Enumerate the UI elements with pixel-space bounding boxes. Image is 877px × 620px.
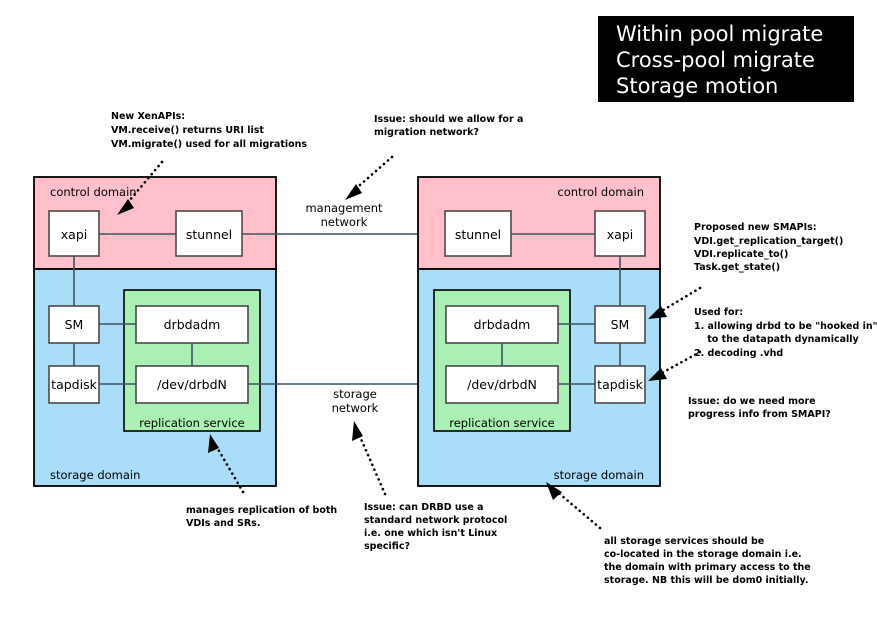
right-box-drbdn[interactable]: /dev/drbdN — [445, 365, 559, 404]
left-box-tapdisk-label: tapdisk — [51, 377, 97, 392]
annotation-migration-network-issue: Issue: should we allow for a migration n… — [374, 114, 523, 138]
right-replication-service-label: replication service — [449, 416, 555, 430]
title-block-background — [598, 16, 854, 102]
annotation-manages-replication: manages replication of both VDIs and SRs… — [186, 505, 337, 529]
left-box-drbdadm[interactable]: drbdadm — [135, 305, 249, 344]
leader-storage-services — [553, 488, 602, 530]
annotation-used-for: Used for: 1. allowing drbd to be "hooked… — [694, 307, 877, 359]
left-box-sm-label: SM — [65, 317, 84, 332]
management-network-line-1: management — [305, 201, 383, 215]
right-box-drbdn-label: /dev/drbdN — [467, 377, 537, 392]
annotation-drbd-protocol-line-3: i.e. one which isn't Linux — [364, 528, 497, 539]
right-box-xapi[interactable]: xapi — [594, 210, 646, 257]
right-box-stunnel-label: stunnel — [455, 227, 501, 242]
right-box-sm-label: SM — [611, 317, 630, 332]
annotation-new-xenapis-line-2: VM.receive() returns URI list — [111, 125, 264, 136]
annotation-proposed-smapis-line-3: VDI.replicate_to() — [694, 249, 788, 260]
left-storage-domain-label: storage domain — [50, 468, 140, 482]
arrowhead-migration-network — [345, 184, 362, 200]
annotation-used-for-line-1: Used for: — [694, 307, 743, 318]
annotation-smapi-progress-line-1: Issue: do we need more — [688, 396, 816, 407]
leader-new-xenapis — [122, 160, 164, 209]
right-box-xapi-label: xapi — [607, 227, 633, 242]
annotation-drbd-protocol-line-1: Issue: can DRBD use a — [364, 502, 483, 513]
right-host: control domain storage domain replicatio… — [417, 176, 661, 487]
annotation-leaders — [117, 155, 702, 530]
title-line-3: Storage motion — [616, 74, 778, 98]
annotation-smapi-progress-line-2: progress info from SMAPI? — [688, 409, 831, 420]
arrowhead-new-xenapis — [117, 199, 134, 215]
annotation-new-xenapis-line-3: VM.migrate() used for all migrations — [111, 139, 307, 150]
leader-used-for — [658, 350, 702, 376]
storage-network-label: storage network — [332, 387, 379, 415]
left-replication-service-label: replication service — [139, 416, 245, 430]
annotation-drbd-protocol-line-4: specific? — [364, 541, 410, 552]
left-box-stunnel[interactable]: stunnel — [175, 210, 243, 257]
right-storage-domain-label: storage domain — [554, 468, 644, 482]
arrowhead-drbd-protocol — [352, 421, 363, 441]
right-box-stunnel[interactable]: stunnel — [444, 210, 512, 257]
left-box-drbdn[interactable]: /dev/drbdN — [135, 365, 249, 404]
right-box-drbdadm-label: drbdadm — [474, 317, 531, 332]
right-box-drbdadm[interactable]: drbdadm — [445, 305, 559, 344]
annotation-proposed-smapis-line-4: Task.get_state() — [694, 262, 780, 273]
leader-manages-replication — [213, 442, 245, 494]
annotation-proposed-smapis-line-2: VDI.get_replication_target() — [694, 236, 843, 247]
right-control-domain-label: control domain — [557, 185, 644, 199]
management-network-line-2: network — [321, 215, 368, 229]
right-box-tapdisk-label: tapdisk — [597, 377, 643, 392]
leader-migration-network — [350, 155, 394, 194]
left-box-tapdisk[interactable]: tapdisk — [48, 365, 100, 404]
storage-network-line-1: storage — [333, 387, 377, 401]
annotation-storage-services-line-2: co-located in the storage domain i.e. — [604, 549, 802, 560]
title-line-2: Cross-pool migrate — [616, 48, 815, 72]
management-network-label: management network — [305, 201, 383, 229]
leader-drbd-protocol — [356, 430, 387, 496]
right-box-tapdisk[interactable]: tapdisk — [594, 365, 646, 404]
right-box-sm[interactable]: SM — [594, 305, 646, 344]
annotation-storage-services-colocated: all storage services should be co-locate… — [604, 536, 811, 586]
left-box-drbdadm-label: drbdadm — [164, 317, 221, 332]
annotation-smapi-progress-issue: Issue: do we need more progress info fro… — [688, 396, 831, 420]
arrowhead-storage-services — [546, 482, 562, 500]
left-control-domain-label: control domain — [50, 185, 137, 199]
left-box-drbdn-label: /dev/drbdN — [157, 377, 227, 392]
title-line-1: Within pool migrate — [616, 22, 823, 46]
annotation-used-for-line-2: 1. allowing drbd to be "hooked in" — [694, 321, 877, 332]
arrowhead-manages-replication — [208, 434, 219, 453]
left-box-xapi[interactable]: xapi — [48, 210, 100, 257]
annotation-storage-services-line-4: storage. NB this will be dom0 initially. — [604, 575, 808, 586]
storage-network-line-2: network — [332, 401, 379, 415]
annotation-used-for-line-3: to the datapath dynamically — [694, 334, 860, 345]
annotation-manages-replication-line-1: manages replication of both — [186, 505, 337, 516]
left-box-sm[interactable]: SM — [48, 305, 100, 344]
annotation-storage-services-line-1: all storage services should be — [604, 536, 764, 547]
annotation-proposed-new-smapis: Proposed new SMAPIs: VDI.get_replication… — [694, 222, 843, 273]
annotation-storage-services-line-3: the domain with primary access to the — [604, 562, 811, 573]
annotation-used-for-line-4: 2. decoding .vhd — [694, 348, 783, 359]
arrowhead-proposed-smapis — [648, 306, 667, 319]
title-block: Within pool migrate Cross-pool migrate S… — [598, 16, 854, 102]
annotation-drbd-protocol-line-2: standard network protocol — [364, 515, 507, 526]
annotation-migration-network-line-1: Issue: should we allow for a — [374, 114, 523, 125]
annotation-new-xenapis: New XenAPIs: VM.receive() returns URI li… — [111, 111, 307, 150]
left-host: control domain storage domain replicatio… — [33, 176, 470, 487]
left-box-xapi-label: xapi — [61, 227, 87, 242]
annotation-migration-network-line-2: migration network? — [374, 127, 479, 138]
annotation-drbd-protocol-issue: Issue: can DRBD use a standard network p… — [364, 502, 507, 552]
annotation-new-xenapis-line-1: New XenAPIs: — [111, 111, 185, 122]
left-box-stunnel-label: stunnel — [186, 227, 232, 242]
arrowhead-used-for — [648, 368, 667, 381]
annotation-manages-replication-line-2: VDIs and SRs. — [186, 518, 260, 529]
annotation-proposed-smapis-line-1: Proposed new SMAPIs: — [694, 222, 817, 233]
